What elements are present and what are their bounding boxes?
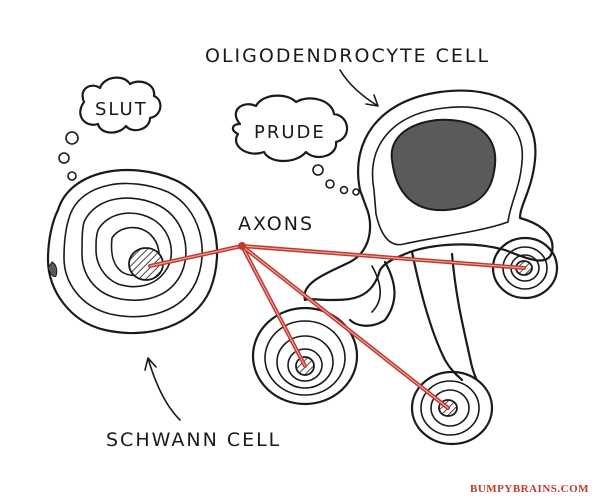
oligodendrocyte-process-middle (410, 250, 464, 382)
oligodendrocyte-process-left (348, 260, 396, 327)
credit-text: BUMPYBRAINS.COM (470, 483, 589, 495)
oligodendrocyte-label: OLIGODENDROCYTE CELL (205, 45, 490, 67)
axons (148, 242, 526, 410)
thought-left-text: SLUT (95, 99, 148, 120)
thought-right-text: PRUDE (254, 122, 326, 143)
oligodendrocyte-process-middle-2 (450, 252, 478, 380)
sheath-lower-right (410, 370, 494, 446)
axons-label: AXONS (238, 213, 314, 235)
schwann-label: SCHWANN CELL (106, 429, 281, 451)
schwann-cell (46, 168, 219, 335)
oligodendrocyte-arrow (339, 69, 379, 107)
oligodendrocyte-body (303, 89, 554, 302)
oligodendrocyte-process-left-inner (371, 265, 382, 313)
axon-hub (238, 242, 246, 250)
oligodendrocyte-inner-contour (371, 106, 524, 246)
thought-bubble-right: PRUDE (231, 94, 360, 196)
schwann-arrow (144, 357, 181, 421)
schwann-nucleus (47, 261, 58, 277)
oligodendrocyte-nucleus (390, 118, 497, 212)
thought-bubble-left: SLUT (58, 76, 162, 181)
